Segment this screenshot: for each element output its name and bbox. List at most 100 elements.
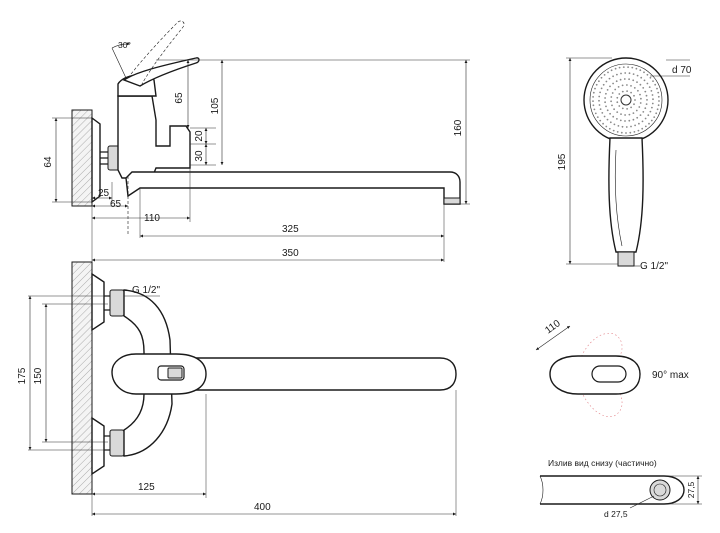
nozzle-dot — [616, 131, 619, 133]
nozzle-dot — [598, 80, 600, 83]
spout-tip-side — [443, 197, 461, 205]
nozzle-dot — [624, 114, 626, 116]
nozzle-dot — [602, 83, 605, 86]
side-view: 30° 65 105 20 30 160 64 — [43, 20, 470, 262]
nozzle-dot — [635, 67, 638, 70]
nozzle-dot — [631, 66, 634, 69]
nozzle-dot — [621, 84, 624, 87]
top-view: G 1/2" 175 150 125 400 — [17, 261, 457, 516]
spout-side — [125, 171, 461, 205]
nozzle-dot — [642, 111, 645, 113]
nozzle-dot — [619, 78, 622, 81]
dim-lever-height: 65 — [174, 92, 185, 104]
nozzle-dot — [616, 101, 619, 104]
nozzle-dot — [625, 126, 628, 128]
dim-centers-150: 150 — [33, 367, 44, 384]
nozzle-dot — [617, 86, 620, 88]
nut-lower — [109, 429, 125, 457]
nozzle-dot — [654, 83, 657, 86]
dim-spout-110: 110 — [144, 213, 160, 224]
nozzle-dot — [628, 119, 631, 122]
nozzle-dot — [612, 129, 615, 132]
nozzle-dot — [651, 106, 653, 109]
nozzle-dot — [633, 94, 635, 97]
spout-detail: Излив вид снизу (частично) 27,5 d 27,5 — [539, 458, 702, 519]
nozzle-dot — [644, 117, 647, 120]
nozzle-dot — [620, 72, 622, 75]
spout-detail-caption: Излив вид снизу (частично) — [548, 458, 657, 468]
nozzle-dot — [594, 87, 596, 90]
dim-total-height: 160 — [453, 119, 464, 136]
nozzle-dot — [599, 91, 601, 94]
nozzle-dot — [626, 90, 628, 92]
nozzle-dot — [606, 89, 609, 91]
dim-offset-25: 25 — [98, 188, 110, 199]
nozzle-dot — [641, 127, 644, 130]
dim-depth-125: 125 — [138, 482, 155, 493]
nozzle-dot — [655, 112, 658, 115]
nozzle-dot — [598, 95, 601, 98]
nozzle-dot — [639, 69, 642, 72]
nozzle-dot — [628, 113, 631, 116]
dim-offset-65: 65 — [110, 199, 122, 210]
nozzle-dot — [621, 107, 624, 110]
dim-outer-175: 175 — [17, 367, 28, 384]
nozzle-dot — [630, 125, 632, 128]
lever-raised-side — [127, 20, 185, 85]
nozzle-dot — [610, 69, 613, 72]
lever-detail-slot — [591, 365, 627, 383]
nozzle-dot — [632, 73, 635, 75]
nozzle-dot — [656, 108, 659, 111]
nozzle-dot — [598, 99, 600, 102]
shower-head-disc — [583, 57, 669, 143]
nozzle-dot — [604, 101, 606, 104]
wall-top — [71, 261, 93, 495]
nozzle-dot — [598, 104, 601, 106]
nozzle-dot — [604, 97, 606, 99]
nozzle-dot — [613, 108, 615, 111]
nozzle-dot — [630, 91, 632, 94]
nozzle-dot — [603, 115, 606, 118]
spout-detail-body — [540, 475, 685, 505]
nozzle-dot — [646, 73, 649, 76]
nozzle-dot — [646, 82, 649, 85]
nozzle-dot — [637, 89, 639, 92]
nozzle-dot — [609, 112, 611, 115]
dim-inlet-30: 30 — [194, 150, 205, 162]
nozzle-dot — [621, 90, 624, 93]
wall-flange-side — [91, 116, 101, 204]
nozzle-dot — [646, 99, 648, 101]
nozzle-dot — [596, 116, 599, 118]
nozzle-dot — [599, 119, 602, 122]
flange-top-upper — [91, 272, 105, 332]
shower-thread — [617, 251, 635, 267]
nozzle-dot — [609, 85, 611, 88]
nozzle-dot — [606, 109, 609, 112]
nozzle-dot — [608, 77, 611, 80]
flange-top-lower — [91, 416, 105, 476]
nozzle-dot — [644, 107, 647, 110]
nozzle-dot — [626, 108, 628, 110]
nozzle-dot — [607, 71, 609, 74]
shower-length: 195 — [557, 153, 568, 170]
nozzle-dot — [592, 91, 595, 94]
nozzle-dot — [634, 124, 636, 127]
thread-label-top: G 1/2" — [132, 285, 160, 296]
nozzle-dot — [600, 87, 603, 90]
mixer-body-side — [117, 95, 191, 179]
dim-top-height: 105 — [210, 97, 221, 114]
nozzle-dot — [611, 104, 613, 107]
nozzle-dot — [619, 119, 622, 122]
nozzle-dot — [644, 90, 647, 93]
nozzle-dot — [612, 75, 614, 78]
nozzle-dot — [609, 121, 612, 124]
nozzle-dot — [601, 112, 604, 114]
nozzle-dot — [605, 125, 608, 128]
lever-slot — [157, 365, 185, 381]
nozzle-dot — [649, 76, 652, 79]
nozzle-dot — [606, 118, 609, 121]
spout-outlet-diameter: d 27,5 — [604, 509, 628, 519]
shower-handle — [608, 137, 644, 253]
nozzle-dot — [639, 114, 642, 116]
nozzle-dot — [653, 116, 656, 118]
